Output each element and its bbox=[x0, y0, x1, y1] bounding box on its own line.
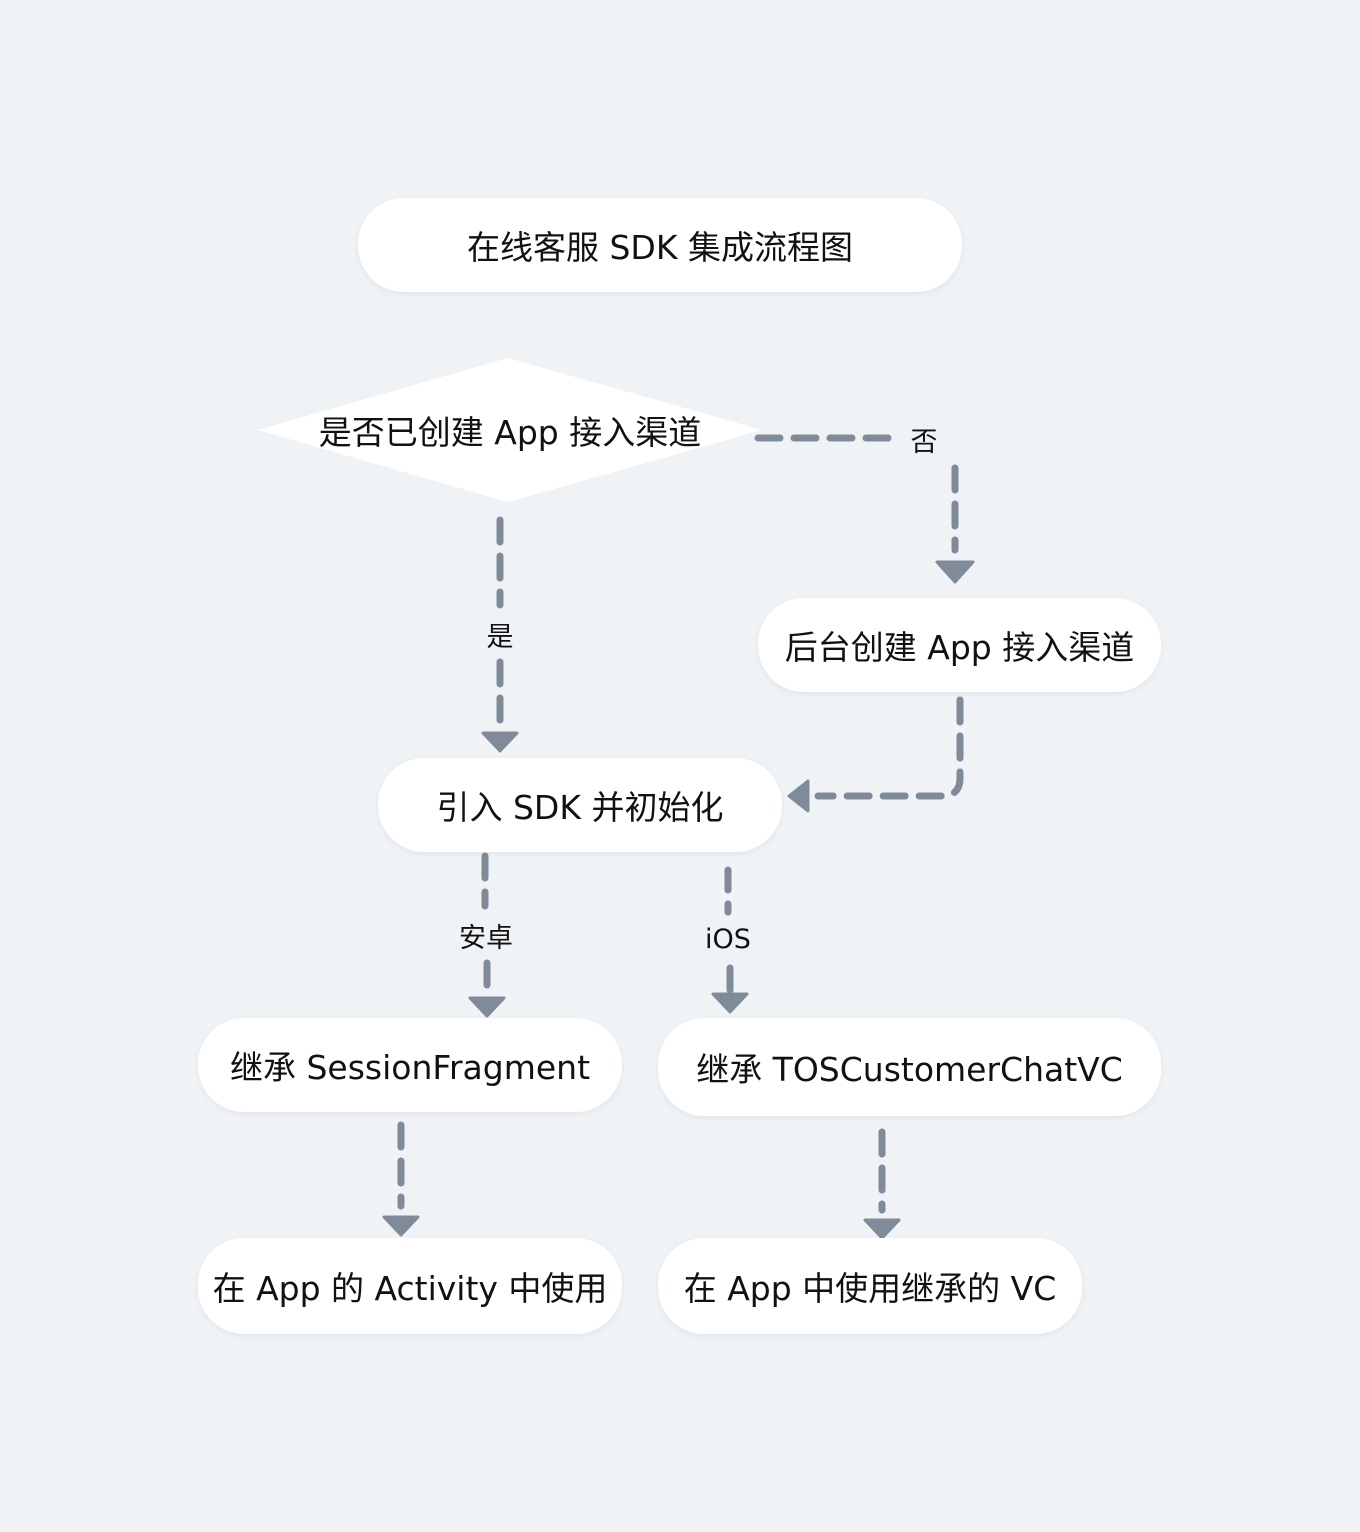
node-init-sdk: 引入 SDK 并初始化 bbox=[378, 758, 782, 852]
edge-label-android: 安卓 bbox=[459, 922, 513, 954]
node-ios-use: 在 App 中使用继承的 VC bbox=[658, 1238, 1082, 1334]
decision-diamond bbox=[258, 358, 762, 502]
node-android-inherit: 继承 SessionFragment bbox=[198, 1018, 622, 1112]
arrow-to-android-use bbox=[382, 1215, 420, 1237]
node-create-channel: 后台创建 App 接入渠道 bbox=[758, 598, 1161, 692]
edge-label-no: 否 bbox=[910, 426, 938, 458]
node-ios-inherit: 继承 TOSCustomerChatVC bbox=[658, 1018, 1161, 1116]
edge-label-yes: 是 bbox=[486, 621, 514, 653]
arrow-to-ios-use bbox=[863, 1218, 901, 1240]
node-title: 在线客服 SDK 集成流程图 bbox=[358, 198, 962, 292]
arrow-to-ios-inherit bbox=[711, 992, 749, 1014]
arrow-to-android-inherit bbox=[468, 996, 506, 1018]
node-decision-label: 是否已创建 App 接入渠道 bbox=[318, 413, 702, 452]
node-android-use: 在 App 的 Activity 中使用 bbox=[198, 1238, 622, 1334]
arrow-to-init-sdk bbox=[481, 731, 519, 753]
arrow-to-create-channel bbox=[935, 560, 975, 584]
arrow-create-to-init bbox=[787, 779, 810, 813]
edge-label-ios: iOS bbox=[705, 923, 751, 955]
connector-create-to-init bbox=[814, 696, 964, 800]
